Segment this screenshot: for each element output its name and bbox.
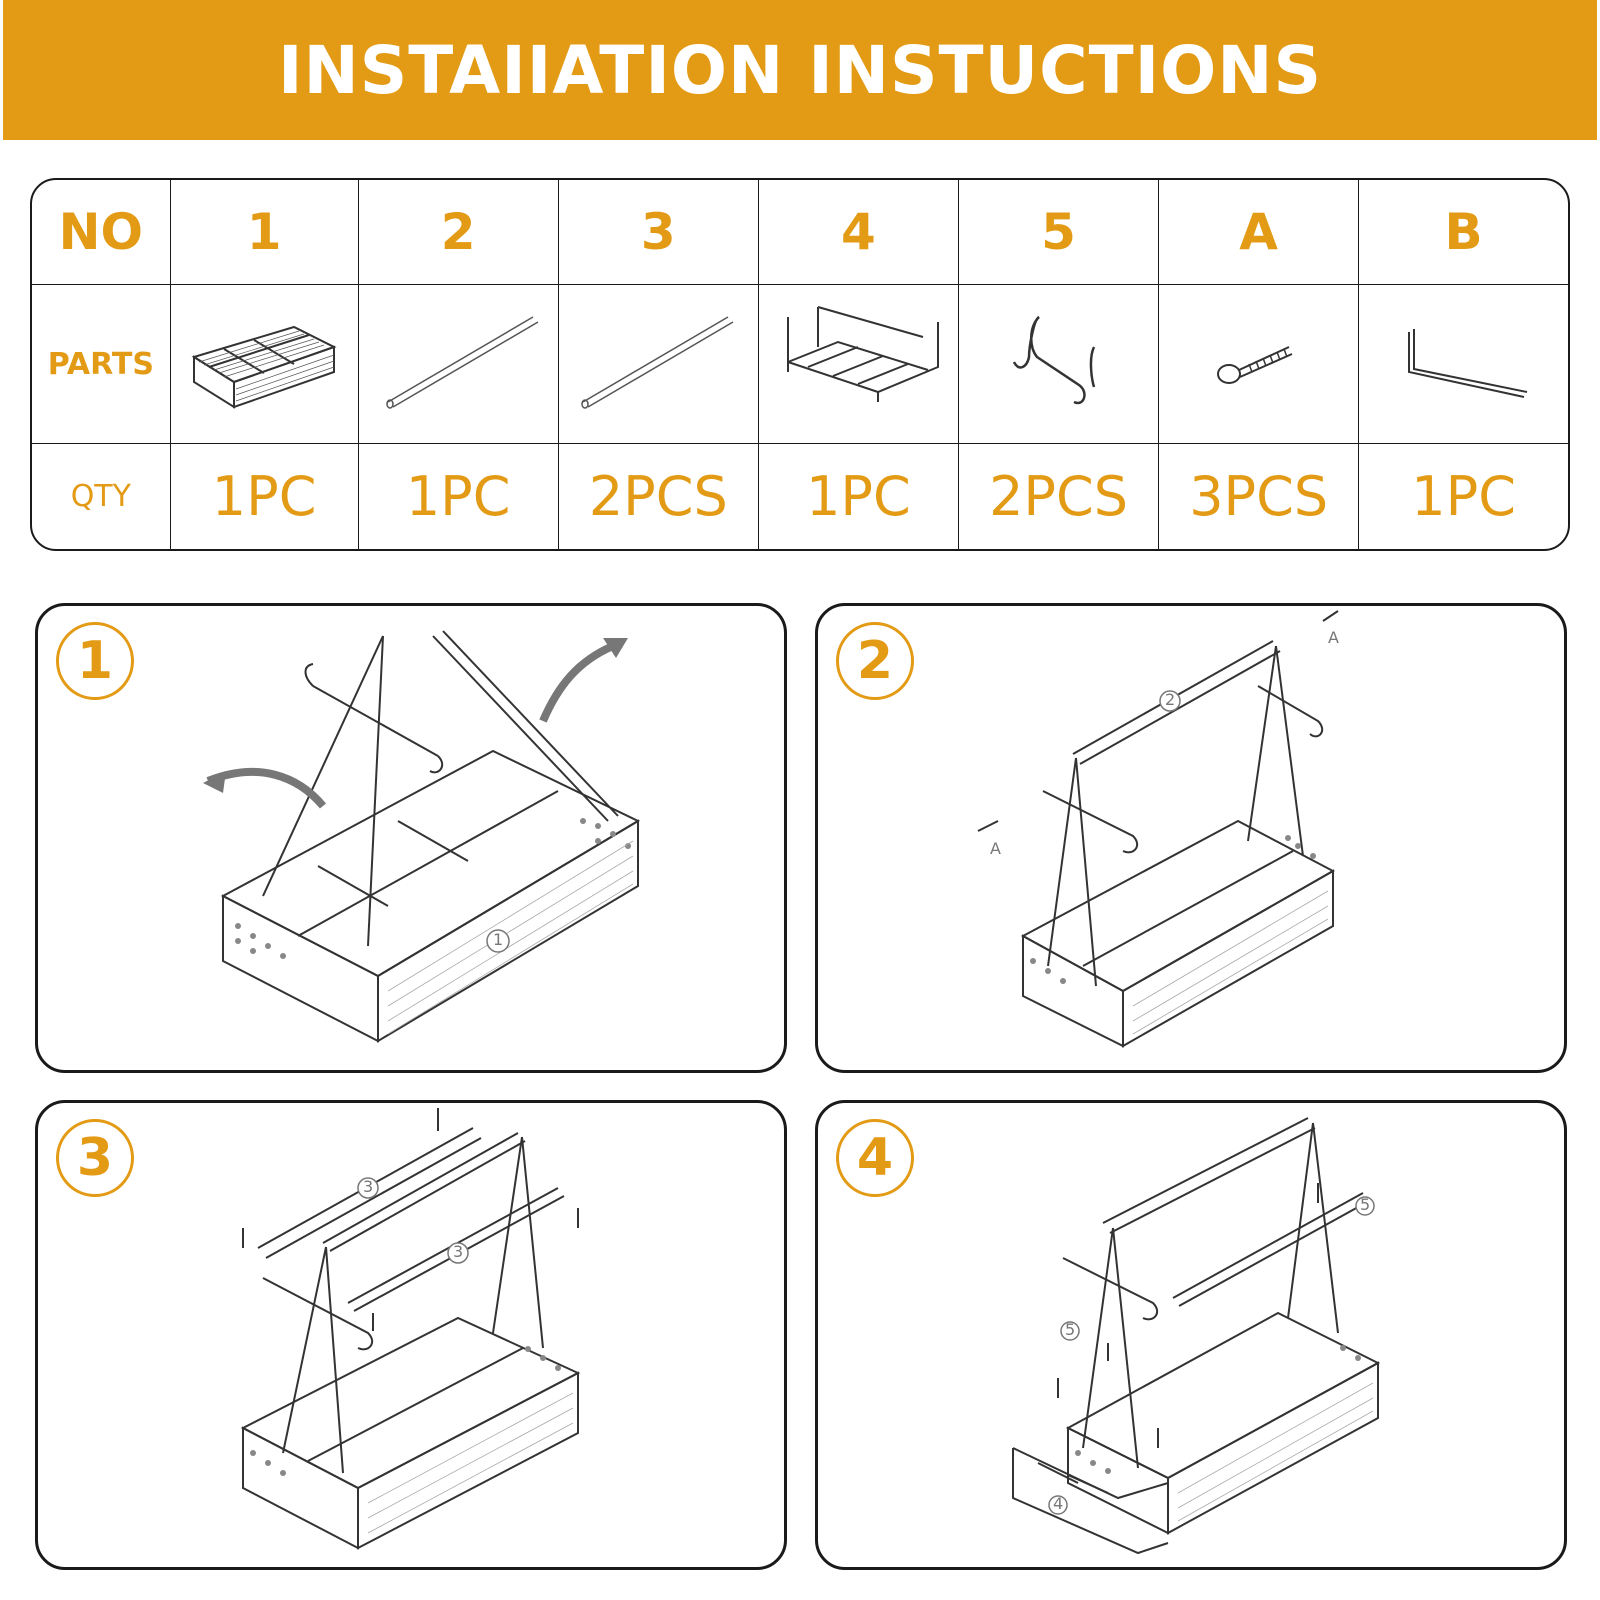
rod-icon: [357, 284, 559, 444]
part-qty: 1PC: [169, 443, 359, 549]
step-1-panel: 1 1: [35, 603, 787, 1073]
part-qty: 1PC: [357, 443, 559, 549]
parts-header: PARTS: [32, 284, 171, 444]
step-2-diagram: [977, 610, 1339, 1048]
part-qty: 3PCS: [1158, 443, 1360, 549]
part-number: 5: [957, 180, 1160, 285]
parts-table: NO 1 2 3 4 5 A B PARTS: [30, 178, 1570, 551]
part-number: 4: [757, 180, 959, 285]
step-4-panel: 4 5 5 4: [815, 1100, 1567, 1570]
screw-label: A: [990, 839, 1001, 858]
title-banner: INSTAIIATION INSTUCTIONS: [3, 0, 1597, 140]
part-qty: 1PC: [757, 443, 959, 549]
step-3-panel: 3 3 3: [35, 1100, 787, 1570]
part-label: 3: [453, 1242, 464, 1261]
step-2-panel: 2 2 A A: [815, 603, 1567, 1073]
part-label: 2: [1165, 690, 1176, 709]
step-number: 4: [836, 1119, 914, 1197]
part-number: 2: [357, 180, 559, 285]
hex-key-icon: [1358, 284, 1568, 444]
parts-row: PARTS: [32, 284, 1568, 444]
part-number: B: [1358, 180, 1568, 285]
step-number: 1: [56, 622, 134, 700]
rod-icon: [557, 284, 759, 444]
screw-icon: [1158, 284, 1360, 444]
page-title: INSTAIIATION INSTUCTIONS: [277, 31, 1323, 109]
part-number: A: [1158, 180, 1360, 285]
part-label: 4: [1053, 1494, 1064, 1513]
qty-header: QTY: [32, 443, 171, 549]
hook-icon: [957, 284, 1160, 444]
part-qty: 2PCS: [557, 443, 759, 549]
step-1-diagram: [203, 630, 641, 1043]
part-qty: 1PC: [1358, 443, 1568, 549]
rack-frame-icon: [757, 284, 959, 444]
step-number: 3: [56, 1119, 134, 1197]
no-header: NO: [32, 180, 171, 285]
screw-label: A: [1328, 628, 1339, 647]
number-row: NO 1 2 3 4 5 A B: [32, 180, 1568, 285]
part-qty: 2PCS: [957, 443, 1160, 549]
part-label: 1: [493, 930, 504, 949]
quantity-row: QTY 1PC 1PC 2PCS 1PC 2PCS 3PCS 1PC: [32, 443, 1568, 549]
basket-icon: [169, 284, 359, 444]
part-label: 5: [1065, 1320, 1076, 1339]
step-number: 2: [836, 622, 914, 700]
part-number: 1: [169, 180, 359, 285]
step-3-diagram: [240, 1108, 581, 1550]
part-label: 3: [363, 1177, 374, 1196]
part-label: 5: [1360, 1195, 1371, 1214]
part-number: 3: [557, 180, 759, 285]
step-4-diagram: [1012, 1117, 1381, 1555]
